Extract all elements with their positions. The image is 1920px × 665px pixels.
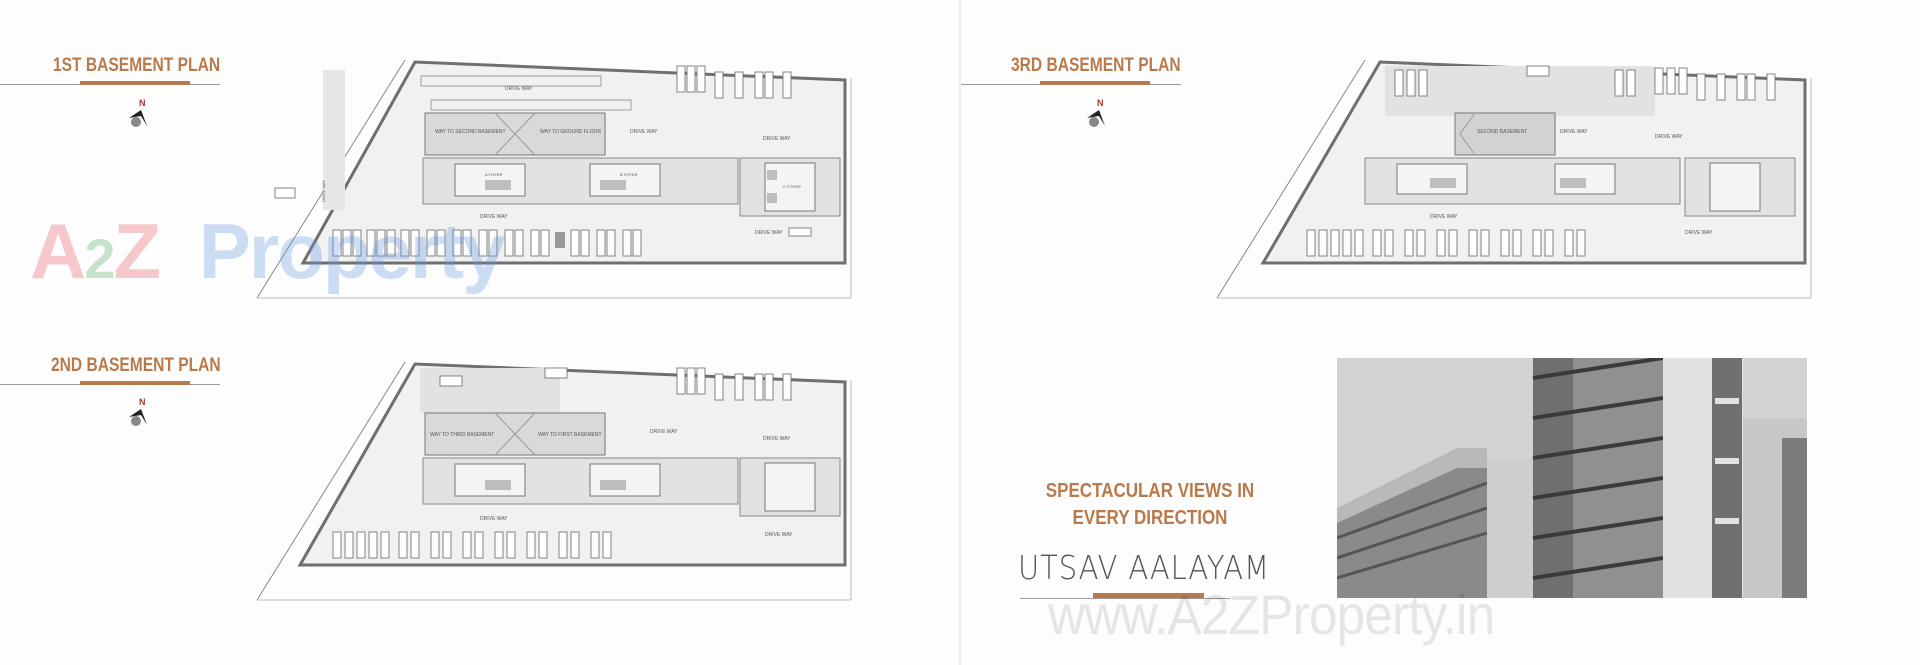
svg-text:DRIVE WAY: DRIVE WAY — [1655, 134, 1683, 140]
svg-text:DRIVE WAY: DRIVE WAY — [755, 230, 783, 236]
plan-title-second-basement: 2ND BASEMENT PLAN — [51, 355, 221, 376]
svg-text:WAY TO GROUND FLOOR: WAY TO GROUND FLOOR — [540, 129, 602, 135]
svg-text:DRIVE WAY: DRIVE WAY — [650, 429, 678, 435]
title-accent-bar — [80, 381, 190, 385]
brand-accent-bar — [1093, 593, 1204, 598]
feature-headline-line-2: EVERY DIRECTION — [1072, 507, 1228, 529]
svg-text:WAY TO THIRD BASEMENT: WAY TO THIRD BASEMENT — [430, 432, 494, 438]
plan-title-first-basement: 1ST BASEMENT PLAN — [53, 55, 221, 76]
left-page: 1ST BASEMENT PLAN N DRIVE WAY WAY TO SEC… — [0, 0, 959, 665]
a2z-property-url-watermark: www.A2ZProperty.in — [1048, 583, 1495, 646]
svg-text:DRIVE WAY: DRIVE WAY — [321, 180, 326, 202]
svg-text:SECOND BASEMENT: SECOND BASEMENT — [1477, 129, 1527, 135]
north-compass-icon: N — [125, 98, 155, 134]
north-compass-icon: N — [1083, 98, 1113, 134]
feature-headline-line-1: SPECTACULAR VIEWS IN — [1045, 480, 1255, 502]
north-compass-icon: N — [125, 397, 155, 433]
svg-text:B FOYER: B FOYER — [620, 172, 638, 177]
second-basement-floor-plan: WAY TO THIRD BASEMENT WAY TO FIRST BASEM… — [255, 358, 855, 603]
building-photo — [1337, 358, 1807, 598]
project-brand-name: UTSAV AALAYAM — [1018, 548, 1270, 587]
svg-text:C FOYER: C FOYER — [783, 184, 801, 189]
a2z-property-watermark-logo: A2Z Property — [30, 207, 506, 295]
first-basement-floor-plan: DRIVE WAY WAY TO SECOND BASEMENT WAY TO … — [255, 58, 855, 303]
svg-text:DRIVE WAY: DRIVE WAY — [480, 214, 508, 220]
brand-divider — [1020, 598, 1230, 599]
svg-text:A FOYER: A FOYER — [485, 172, 502, 177]
svg-text:DRIVE WAY: DRIVE WAY — [505, 86, 533, 92]
title-accent-bar — [1040, 81, 1150, 85]
svg-text:DRIVE WAY: DRIVE WAY — [765, 532, 793, 538]
svg-text:WAY TO SECOND BASEMENT: WAY TO SECOND BASEMENT — [435, 129, 506, 135]
svg-text:DRIVE WAY: DRIVE WAY — [480, 516, 508, 522]
svg-text:DRIVE WAY: DRIVE WAY — [1430, 214, 1458, 220]
svg-text:DRIVE WAY: DRIVE WAY — [1685, 230, 1713, 236]
svg-text:WAY TO FIRST BASEMENT: WAY TO FIRST BASEMENT — [538, 432, 602, 438]
page-gutter — [959, 0, 961, 665]
third-basement-floor-plan: SECOND BASEMENT DRIVE WAY DRIVE WAY DRIV… — [1215, 58, 1815, 303]
plan-title-third-basement: 3RD BASEMENT PLAN — [1011, 55, 1181, 76]
svg-text:DRIVE WAY: DRIVE WAY — [763, 136, 791, 142]
svg-text:DRIVE WAY: DRIVE WAY — [763, 436, 791, 442]
title-accent-bar — [80, 81, 190, 85]
svg-text:DRIVE WAY: DRIVE WAY — [630, 129, 658, 135]
svg-text:DRIVE WAY: DRIVE WAY — [1560, 129, 1588, 135]
